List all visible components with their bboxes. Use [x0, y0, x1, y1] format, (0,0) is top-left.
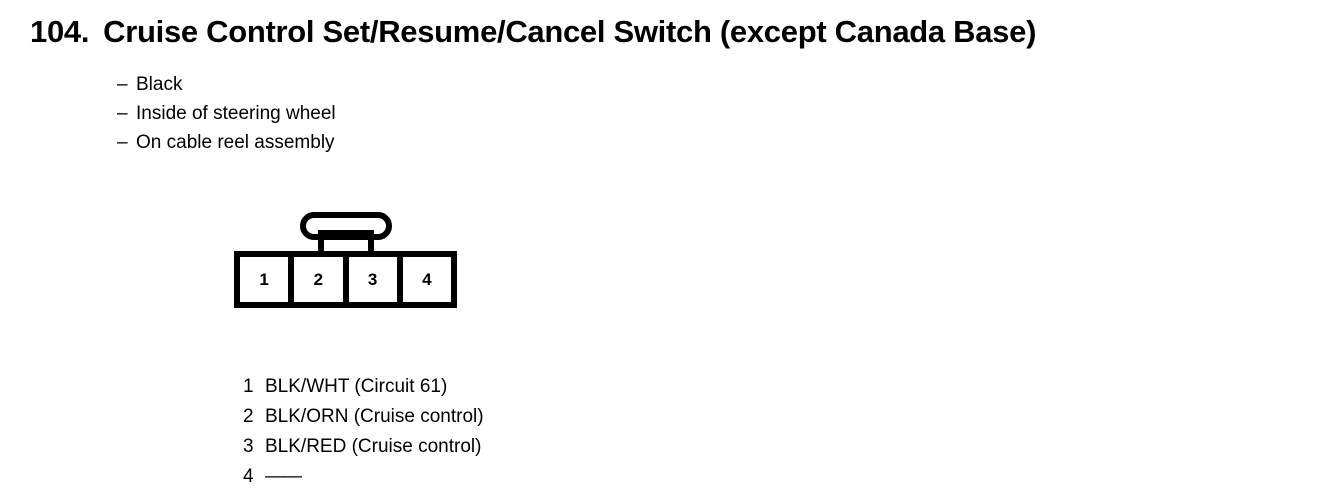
connector-locking-tab-stem-left: [318, 230, 324, 254]
connector-locking-tab-stem-top: [318, 230, 374, 236]
pin-number: 1: [243, 376, 254, 397]
description-item-label: On cable reel assembly: [136, 132, 335, 153]
page-title-text: Cruise Control Set/Resume/Cancel Switch …: [103, 14, 1037, 49]
page-title-number: 104.: [30, 14, 90, 49]
dash-bullet-icon: –: [117, 74, 128, 95]
pin-number: 3: [243, 436, 254, 457]
pin-description: BLK/ORN (Cruise control): [265, 406, 484, 427]
pin-number: 4: [243, 466, 254, 487]
connector-cavity-3: 3: [348, 257, 403, 302]
description-item-label: Black: [136, 74, 183, 95]
connector-cavity-4: 4: [402, 257, 451, 302]
pin-assignment-list: 1 BLK/WHT (Circuit 61) 2 BLK/ORN (Cruise…: [243, 372, 484, 492]
pin-number: 2: [243, 406, 254, 427]
description-item: – On cable reel assembly: [117, 128, 336, 157]
connector-cavity-2: 2: [294, 257, 349, 302]
pin-description: BLK/WHT (Circuit 61): [265, 376, 448, 397]
connector-locking-tab-icon: [300, 212, 392, 240]
description-item: – Inside of steering wheel: [117, 99, 336, 128]
connector-locking-tab-stem-right: [368, 230, 374, 254]
pin-row: 1 BLK/WHT (Circuit 61): [243, 372, 484, 402]
pin-description: ——: [265, 466, 302, 487]
pin-row: 3 BLK/RED (Cruise control): [243, 432, 484, 462]
description-item: – Black: [117, 70, 336, 99]
connector-cavity-1: 1: [240, 257, 295, 302]
pin-row: 4 ——: [243, 462, 484, 492]
connector-diagram: 1 2 3 4: [234, 210, 460, 308]
dash-bullet-icon: –: [117, 103, 128, 124]
page-title: 104. Cruise Control Set/Resume/Cancel Sw…: [30, 16, 1036, 47]
pin-row: 2 BLK/ORN (Cruise control): [243, 402, 484, 432]
dash-bullet-icon: –: [117, 132, 128, 153]
pin-description: BLK/RED (Cruise control): [265, 436, 482, 457]
description-list: – Black – Inside of steering wheel – On …: [117, 70, 336, 157]
connector-body: 1 2 3 4: [234, 251, 457, 308]
description-item-label: Inside of steering wheel: [136, 103, 336, 124]
